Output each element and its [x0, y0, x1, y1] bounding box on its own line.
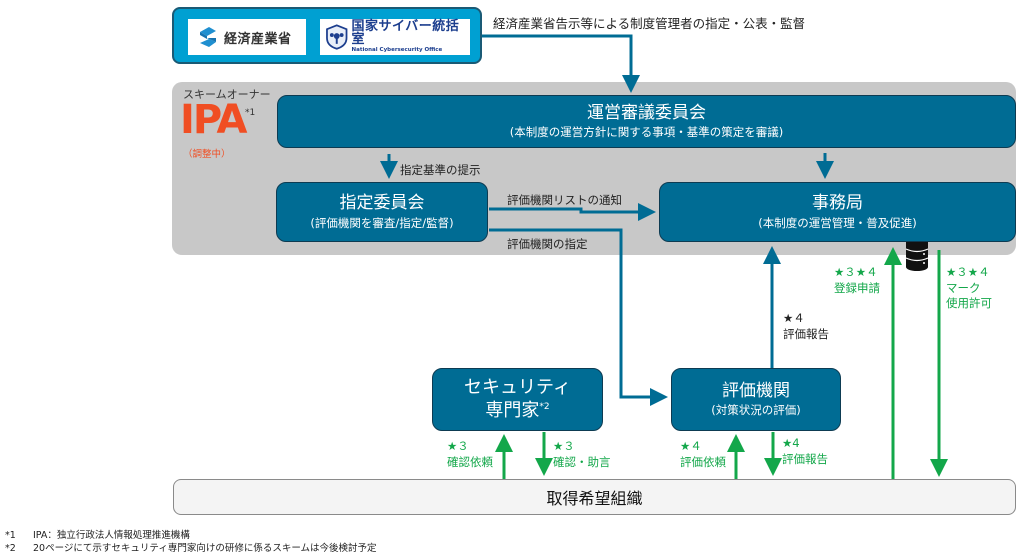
footnote-1-mark: *1 — [5, 530, 16, 541]
meti-mark-icon — [200, 27, 216, 47]
ipa-footnote-mark: *1 — [245, 108, 256, 118]
scheme-owner-label: スキームオーナー — [183, 88, 271, 101]
security-expert-title-line2: 専門家 — [485, 399, 540, 421]
steering-committee-box: 運営審議委員会 (本制度の運営方針に関する事項・基準の策定を審議) — [277, 95, 1016, 148]
eval-report-secretariat-stars: ★４ — [783, 311, 805, 325]
arrow-list-notice — [489, 203, 656, 221]
designation-committee-title: 指定委員会 — [339, 193, 425, 214]
criteria-label: 指定基準の提示 — [400, 163, 481, 177]
government-caption: 経済産業省告示等による制度管理者の指定・公表・監督 — [493, 16, 806, 31]
security-expert-title-line1: セキュリティ — [464, 377, 571, 398]
government-box: 経済産業省 国家サイバー統括室 National Cybersecurity O… — [172, 7, 482, 64]
registration-stars: ★３★４ — [834, 265, 878, 279]
confirm-request-stars: ★３ — [447, 439, 469, 453]
confirm-request-text: 確認依頼 — [447, 454, 493, 469]
nco-logo-subtext: National Cybersecurity Office — [351, 47, 443, 54]
mark-permission-label: ★３★４ マーク 使用許可 — [946, 265, 992, 312]
designation-committee-box: 指定委員会 (評価機関を審査/指定/監督) — [276, 182, 488, 242]
eval-report-secretariat-label: ★４ 評価報告 — [783, 311, 829, 342]
eval-request-text: 評価依頼 — [680, 454, 726, 469]
list-notice-label: 評価機関リストの通知 — [507, 193, 622, 207]
security-expert-box: セキュリティ 専門家*2 — [432, 368, 603, 431]
evaluator-box: 評価機関 (対策状況の評価) — [671, 368, 841, 431]
eval-report-secretariat-text: 評価報告 — [783, 326, 829, 341]
designate-evaluator-label: 評価機関の指定 — [507, 237, 588, 251]
secretariat-box: 事務局 (本制度の運営管理・普及促進) — [659, 182, 1016, 242]
footnote-2-mark: *2 — [5, 543, 16, 554]
steering-committee-title: 運営審議委員会 — [587, 102, 706, 123]
eval-request-stars: ★４ — [680, 439, 702, 453]
applicant-organization-title: 取得希望組織 — [546, 489, 643, 508]
footnote-2-text: 20ページにて示すセキュリティ専門家向けの研修に係るスキームは今後検討予定 — [33, 543, 377, 554]
nco-shield-icon — [326, 24, 348, 50]
eval-report-text: 評価報告 — [782, 451, 828, 466]
arrow-gov-to-steering — [482, 34, 640, 93]
designation-committee-subtitle: (評価機関を審査/指定/監督) — [310, 215, 454, 230]
evaluator-title: 評価機関 — [722, 380, 790, 401]
footnote-1: *1 IPA：独立行政法人情報処理推進機構 — [5, 527, 190, 541]
footnote-1-text: IPA：独立行政法人情報処理推進機構 — [33, 530, 190, 541]
registration-label: ★３★４ 登録申請 — [834, 265, 880, 296]
meti-logo-text: 経済産業省 — [224, 31, 292, 47]
confirm-advice-stars: ★３ — [553, 439, 575, 453]
arrow-designate-evaluator — [489, 228, 668, 406]
ipa-status: （調整中） — [183, 149, 231, 160]
eval-report-stars: ★4 — [782, 436, 800, 450]
ipa-logo: IPA — [180, 97, 247, 143]
confirm-advice-text: 確認・助言 — [553, 454, 611, 469]
confirm-advice-label: ★３ 確認・助言 — [553, 439, 611, 470]
footnote-2: *2 20ページにて示すセキュリティ専門家向けの研修に係るスキームは今後検討予定 — [5, 540, 377, 554]
meti-logo: 経済産業省 — [188, 19, 306, 55]
nco-logo: 国家サイバー統括室 National Cybersecurity Office — [320, 19, 470, 55]
mark-permission-line2: 使用許可 — [946, 296, 992, 311]
registration-text: 登録申請 — [834, 280, 880, 295]
evaluator-subtitle: (対策状況の評価) — [711, 403, 801, 418]
security-expert-note-mark: *2 — [539, 401, 550, 412]
eval-request-label: ★４ 評価依頼 — [680, 439, 726, 470]
confirm-request-label: ★３ 確認依頼 — [447, 439, 493, 470]
applicant-organization-box: 取得希望組織 — [173, 479, 1016, 515]
secretariat-title: 事務局 — [812, 193, 863, 214]
mark-permission-stars: ★３★４ — [946, 265, 990, 279]
eval-report-label: ★4 評価報告 — [782, 436, 828, 467]
secretariat-subtitle: (本制度の運営管理・普及促進) — [758, 215, 917, 230]
mark-permission-line1: マーク — [946, 280, 981, 295]
steering-committee-subtitle: (本制度の運営方針に関する事項・基準の策定を審議) — [509, 125, 784, 140]
nco-logo-text: 国家サイバー統括室 — [351, 19, 460, 48]
